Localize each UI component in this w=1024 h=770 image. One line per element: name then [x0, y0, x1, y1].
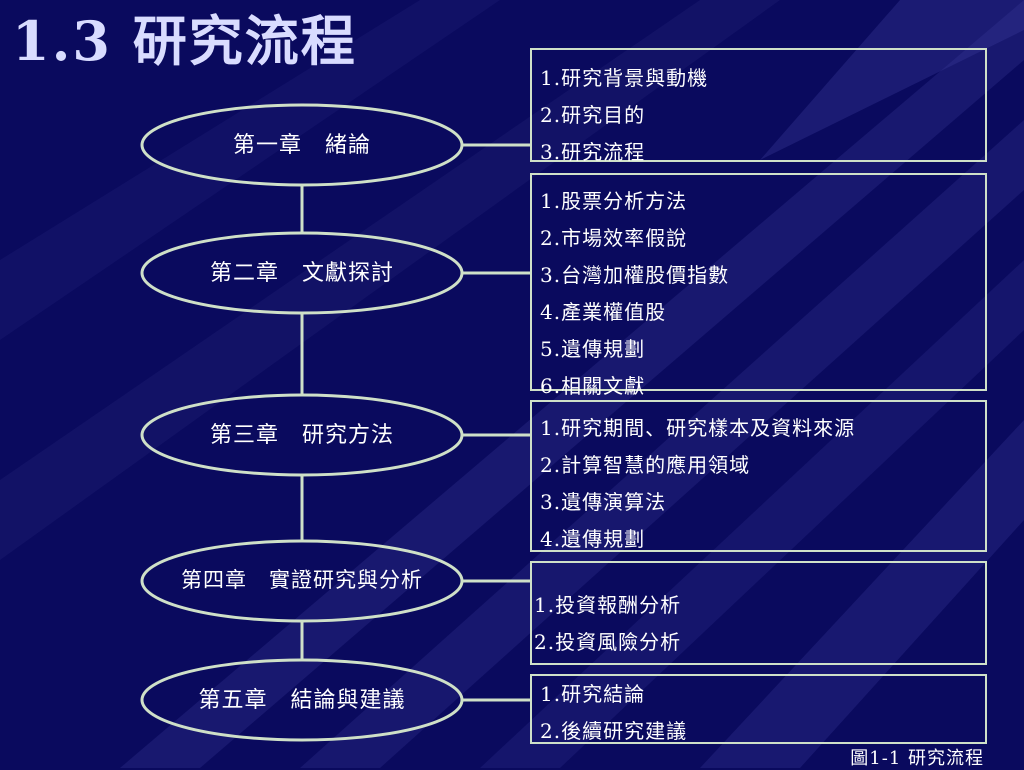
content-item: 1.研究背景與動機	[540, 66, 709, 90]
chapter-label: 第三章 研究方法	[209, 423, 394, 448]
content-item: 1.股票分析方法	[540, 189, 688, 213]
content-item: 5.遺傳規劃	[540, 337, 646, 361]
page-title: 1.3 研究流程	[12, 9, 357, 73]
chapter-content-box: 1.研究期間、研究樣本及資料來源 2.計算智慧的應用領域 3.遺傳演算法 4.遺傳規劃	[530, 400, 987, 552]
content-item: 1.研究結論	[540, 682, 646, 706]
chapter-content-box: 1.研究背景與動機 2.研究目的 3.研究流程	[530, 48, 987, 164]
chapter-ellipse	[140, 393, 464, 477]
chapter-ellipse	[140, 539, 464, 623]
chapter-label: 第五章 結論與建議	[198, 688, 406, 713]
content-item: 3.研究流程	[540, 140, 646, 164]
content-list: 1.研究結論 2.後續研究建議	[540, 676, 985, 750]
content-item: 2.投資風險分析	[534, 630, 682, 654]
content-item: 2.計算智慧的應用領域	[540, 453, 751, 477]
content-item: 1.投資報酬分析	[534, 593, 682, 617]
chapter-label: 第二章 文獻探討	[209, 261, 394, 286]
figure-caption: 圖1-1 研究流程	[850, 748, 984, 769]
content-item: 3.遺傳演算法	[540, 490, 667, 514]
chapter-label: 第一章 緒論	[232, 133, 371, 158]
chapter-content-box: 1.研究結論 2.後續研究建議	[530, 674, 987, 744]
content-item: 2.市場效率假說	[540, 226, 688, 250]
content-list: 1.股票分析方法 2.市場效率假說 3.台灣加權股價指數 4.產業權值股 5.遺傳規劃 6…	[540, 183, 985, 405]
chapter-label: 第四章 實證研究與分析	[181, 568, 423, 592]
content-item: 2.研究目的	[540, 103, 646, 127]
chapter-ellipse	[140, 103, 464, 187]
chapter-content-box: 1.股票分析方法 2.市場效率假說 3.台灣加權股價指數 4.產業權值股 5.遺傳規劃 6…	[530, 173, 987, 398]
content-item: 6.相關文獻	[540, 374, 646, 398]
chapter-ellipse	[140, 658, 464, 742]
content-item: 4.遺傳規劃	[540, 527, 646, 551]
content-list: 1.研究期間、研究樣本及資料來源 2.計算智慧的應用領域 3.遺傳演算法 4.遺傳規劃	[540, 410, 985, 558]
content-item: 2.後續研究建議	[540, 719, 688, 743]
content-item: 1.研究期間、研究樣本及資料來源	[540, 416, 856, 440]
content-list: 1.研究背景與動機 2.研究目的 3.研究流程	[540, 60, 985, 171]
chapter-ellipse	[140, 231, 464, 315]
chapter-content-box: 1.投資報酬分析 2.投資風險分析	[530, 561, 987, 665]
content-item: 4.產業權值股	[540, 300, 667, 324]
content-item: 3.台灣加權股價指數	[540, 263, 730, 287]
content-list: 1.投資報酬分析 2.投資風險分析	[534, 587, 985, 661]
